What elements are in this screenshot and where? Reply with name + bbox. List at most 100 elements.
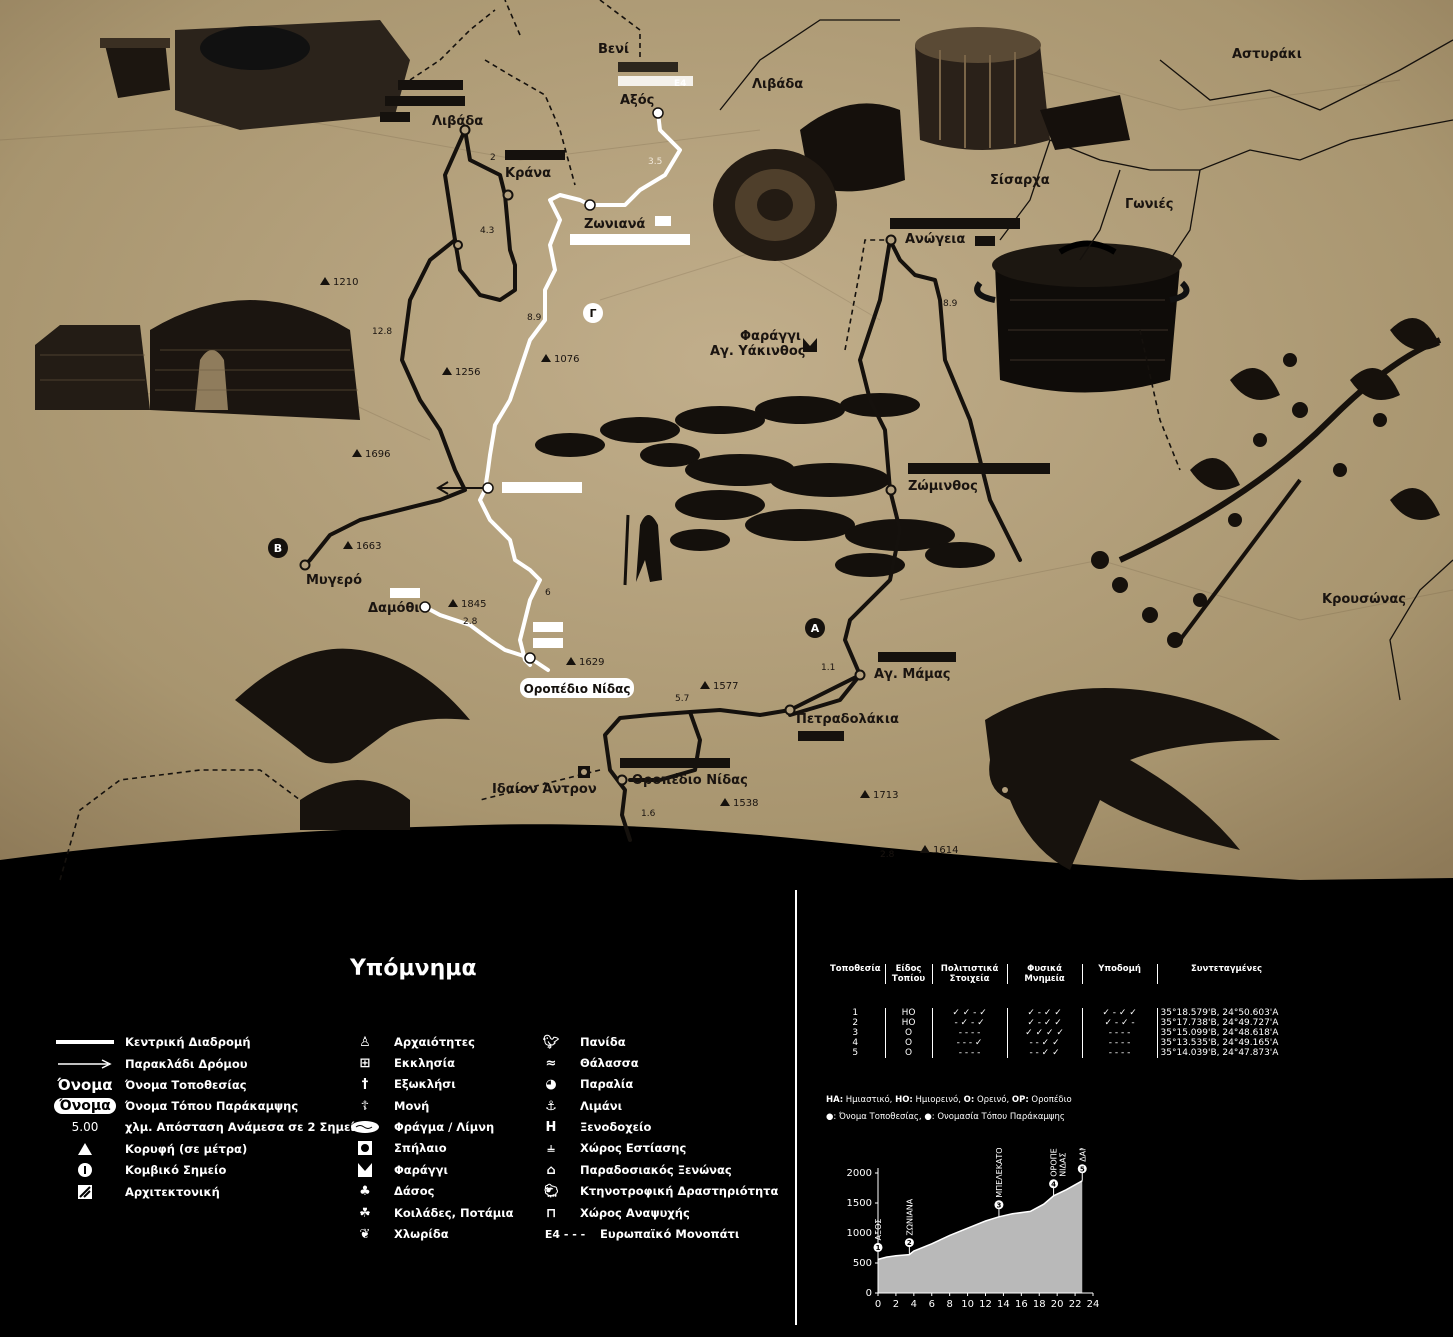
- point-marker: [994, 1200, 1004, 1210]
- table-cell: - - - -: [932, 1028, 1008, 1038]
- icons-e4: E4: [674, 79, 686, 89]
- legend-flora: ❦Χλωρίδα: [350, 1224, 449, 1244]
- icons-axos: [618, 62, 693, 86]
- forest-icon: ♣: [359, 1183, 371, 1199]
- x-tick-label: 2: [893, 1299, 899, 1310]
- legend-forest: ♣Δάσος: [350, 1181, 434, 1201]
- label-farangi: Φαράγγι: [740, 329, 801, 344]
- illustration-falcon: [985, 688, 1280, 870]
- illustration-stone-hut: [35, 300, 360, 420]
- legend-fauna: 🐦︎Πανίδα: [536, 1032, 626, 1052]
- svg-text:2.8: 2.8: [880, 850, 895, 860]
- peak-1210: 1210: [320, 277, 358, 288]
- legend-port: ⚓︎Λιμάνι: [536, 1096, 622, 1116]
- table-cell: - - - -: [1082, 1028, 1158, 1038]
- table-note-landscape: ΗΑ: Ημιαστικό, ΗΟ: Ημιορεινό, Ο: Ορεινό,…: [826, 1095, 1072, 1105]
- main-route-line-icon: [55, 1039, 115, 1045]
- chapel-icon: †: [361, 1076, 369, 1092]
- table-cell: - - - -: [1082, 1038, 1158, 1048]
- table-cell: Ο: [885, 1028, 933, 1038]
- peak-1076: 1076: [541, 354, 579, 365]
- label-ag-mamas: Αγ. Μάμας: [874, 667, 950, 682]
- branch-arrow-icon: [55, 1058, 115, 1070]
- header-natural: Φυσικά Μνημεία: [1007, 964, 1083, 984]
- legend-distance: 5.00 χλμ. Απόσταση Ανάμεσα σε 2 Σημεία: [55, 1117, 363, 1137]
- label-krana: Κράνα: [505, 166, 551, 181]
- svg-text:6: 6: [545, 588, 551, 598]
- illustration-cheese-barrels: [713, 27, 1130, 261]
- legend-chapel: †Εξωκλήσι: [350, 1074, 456, 1094]
- point-marker-number: 1: [876, 1244, 881, 1252]
- x-tick-label: 24: [1087, 1299, 1100, 1310]
- legend-lake: Φράγμα / Λίμνη: [350, 1117, 494, 1137]
- header-cultural: Πολιτιστικά Στοιχεία: [932, 964, 1008, 984]
- point-label: ΝΙΔΑΣ: [1059, 1152, 1068, 1176]
- distance-labels: 3.5 2 4.3 12.8 8.9 6 2.8 5.7 1.1 8.9 1.6…: [372, 153, 958, 860]
- point-marker: [1077, 1164, 1087, 1174]
- legend-architecture: Αρχιτεκτονική: [55, 1182, 220, 1202]
- svg-text:1256: 1256: [455, 367, 480, 378]
- svg-text:1629: 1629: [579, 657, 604, 668]
- table-cell: Ο: [885, 1048, 933, 1058]
- peak-1845: 1845: [448, 599, 486, 610]
- icons-zominthos: [908, 463, 1050, 474]
- trail-map[interactable]: Α Β Γ Βενί Αξός Λιβάδα Αστυράκι Λιβάδα Κ…: [0, 0, 1453, 900]
- point-marker-number: 3: [997, 1201, 1002, 1209]
- livestock-icon: 🐑︎: [542, 1183, 560, 1199]
- x-tick-label: 16: [1015, 1299, 1028, 1310]
- marker-a[interactable]: Α: [805, 618, 825, 638]
- label-damothi: Δαμόθι: [368, 601, 420, 616]
- svg-text:1713: 1713: [873, 790, 898, 801]
- leaf-icon: ❦: [359, 1226, 371, 1242]
- point-name-icon: ●: [826, 1112, 834, 1122]
- legend-monastery: ☦Μονή: [350, 1096, 430, 1116]
- dashed-paths: [59, 0, 1181, 881]
- legend-sea: ≈Θάλασσα: [536, 1053, 639, 1073]
- svg-text:8.9: 8.9: [943, 299, 958, 309]
- point-marker-number: 2: [907, 1239, 912, 1247]
- detour-point-icon: ●: [924, 1112, 932, 1122]
- label-axos: Αξός: [620, 93, 654, 108]
- table-cell: ✓ ✓ ✓ ✓: [1007, 1028, 1083, 1038]
- icons-ag-mamas: [878, 652, 956, 662]
- header-landscape: Είδος Τοπίου: [885, 964, 933, 984]
- legend-antiquities: ♙Αρχαιότητες: [350, 1032, 475, 1052]
- e4-trail-icon: E4 - - -: [544, 1227, 586, 1241]
- point-label: ΑΞΟΣ: [874, 1219, 883, 1241]
- x-tick-label: 10: [961, 1299, 974, 1310]
- label-mygero: Μυγερό: [306, 573, 362, 588]
- legend-beach: ◕Παραλία: [536, 1074, 633, 1094]
- svg-text:1845: 1845: [461, 599, 486, 610]
- svg-text:1663: 1663: [356, 541, 381, 552]
- bird-icon: 🐦︎: [542, 1034, 560, 1050]
- x-tick-label: 0: [875, 1299, 881, 1310]
- x-tick-label: 8: [946, 1299, 952, 1310]
- svg-text:E4: E4: [674, 79, 686, 89]
- svg-text:4.3: 4.3: [480, 226, 494, 236]
- gorge-icon: [803, 338, 817, 352]
- label-petradolakia: Πετραδολάκια: [796, 712, 899, 727]
- x-tick-label: 4: [911, 1299, 917, 1310]
- y-tick-label: 0: [866, 1288, 872, 1299]
- table-cell: 1: [826, 1008, 886, 1018]
- detour-label-oropedio-nidas[interactable]: Οροπέδιο Νίδας: [520, 678, 634, 698]
- svg-text:1577: 1577: [713, 681, 738, 692]
- valley-icon: ☘: [359, 1205, 371, 1221]
- marker-b[interactable]: Β: [268, 538, 288, 558]
- x-tick-label: 14: [997, 1299, 1010, 1310]
- svg-text:1538: 1538: [733, 798, 758, 809]
- svg-text:8.9: 8.9: [527, 313, 542, 323]
- label-idaion-antron: Ιδαίον Άντρον: [492, 782, 597, 797]
- x-tick-label: 22: [1069, 1299, 1082, 1310]
- table-cell: - - - -: [932, 1048, 1008, 1058]
- table-cell: - - ✓ ✓: [1007, 1038, 1083, 1048]
- peak-1614: 1614: [920, 845, 958, 856]
- svg-text:2: 2: [490, 153, 496, 163]
- church-icon: ⊞: [359, 1055, 371, 1071]
- marker-g[interactable]: Γ: [583, 303, 603, 323]
- elevation-area: [878, 1180, 1083, 1293]
- peak-triangle-icon: [55, 1143, 115, 1155]
- boundary-lines: [719, 19, 1453, 701]
